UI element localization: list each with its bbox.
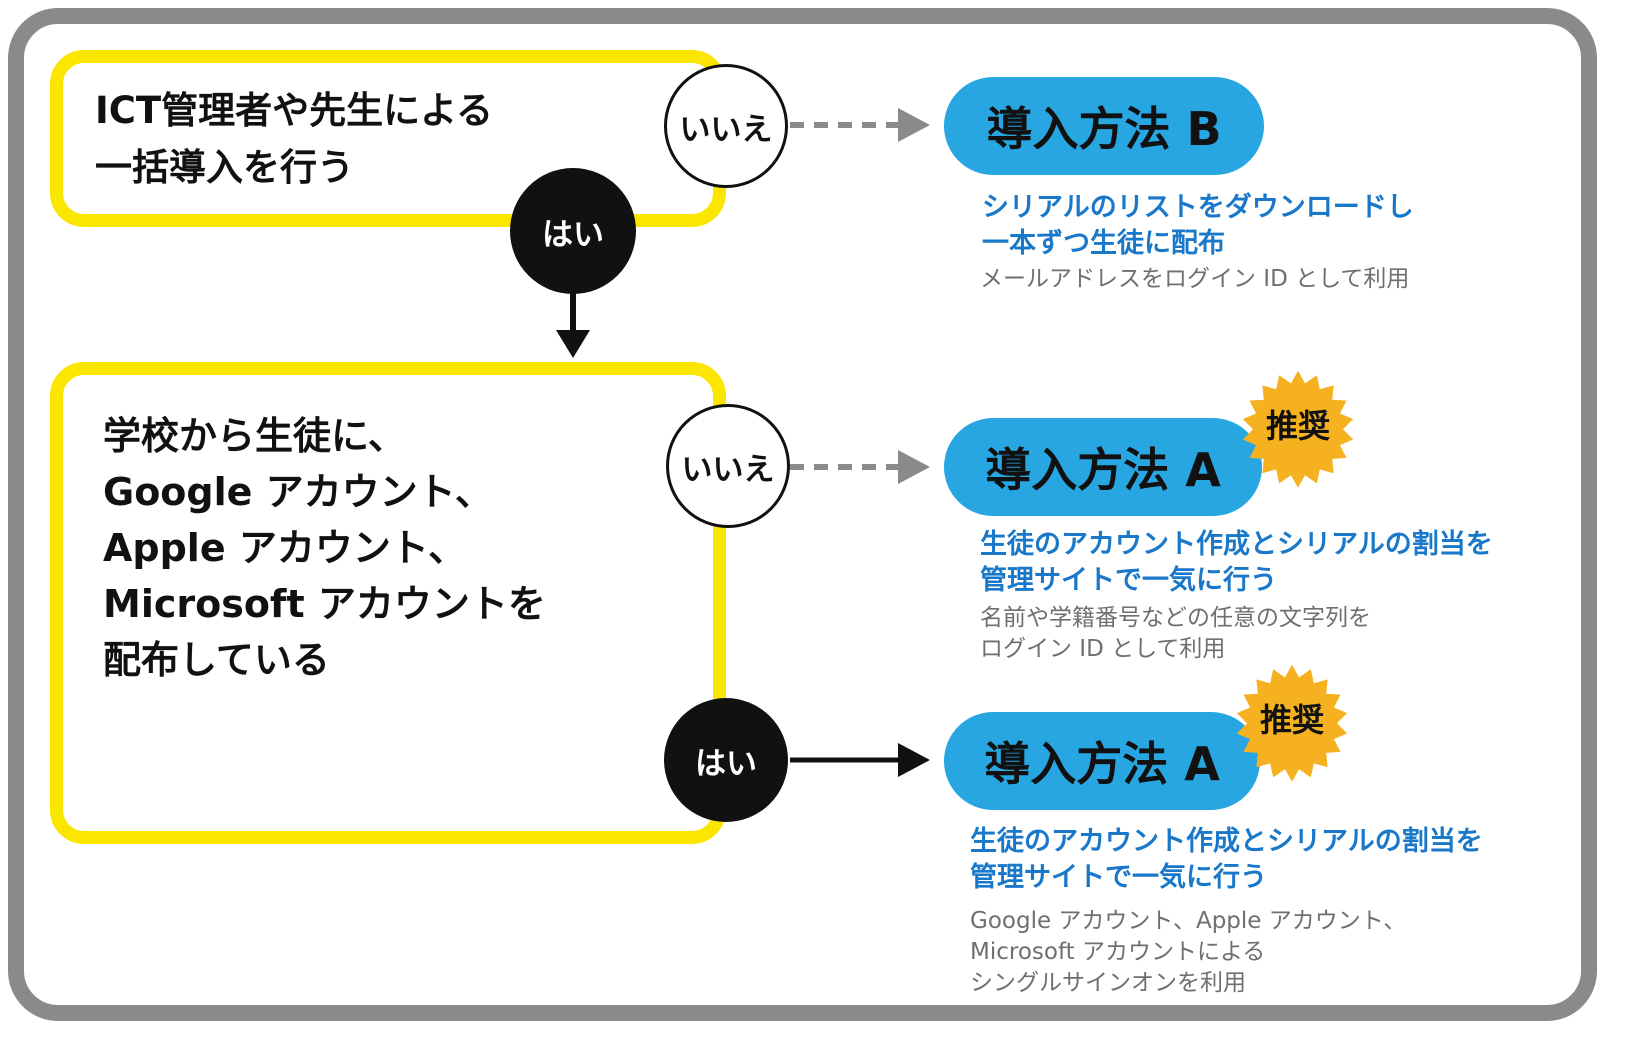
method-a1-description: 生徒のアカウント作成とシリアルの割当を 管理サイトで一気に行う [980,529,1493,596]
recommend-badge-2: 推奨 [1232,664,1352,784]
arrowhead-q2-yes [898,743,930,777]
method-a2-note: Google アカウント、Apple アカウント、 Microsoft アカウン… [970,908,1407,996]
question-2-text: 学校から生徒に、 Google アカウント、 Apple アカウント、 Micr… [103,414,546,682]
arrowhead-q2-no [898,450,930,484]
q1-yes-circle: はい [510,168,636,294]
method-b-pill: 導入方法 B [944,77,1264,175]
method-a-pill-2: 導入方法 A [944,712,1260,810]
recommend-badge-1: 推奨 [1238,370,1358,490]
starburst-icon [1242,370,1354,488]
arrowhead-q1-yes [556,330,590,358]
q1-no-circle: いいえ [664,64,788,188]
method-a-pill-1: 導入方法 A [944,418,1262,516]
method-a2-description: 生徒のアカウント作成とシリアルの割当を 管理サイトで一気に行う [970,826,1483,893]
recommend-label-1: 推奨 [1265,407,1330,445]
recommend-label-2: 推奨 [1259,701,1324,739]
q2-yes-circle: はい [664,698,788,822]
method-b-description: シリアルのリストをダウンロードし 一本ずつ生徒に配布 [982,192,1414,259]
starburst-icon [1236,664,1348,782]
method-b-note: メールアドレスをログイン ID として利用 [980,266,1410,292]
method-a1-note: 名前や学籍番号などの任意の文字列を ログイン ID として利用 [980,605,1371,662]
arrowhead-q1-no [898,108,930,142]
question-1-text: ICT管理者や先生による 一括導入を行う [95,89,494,189]
q2-no-circle: いいえ [666,404,790,528]
